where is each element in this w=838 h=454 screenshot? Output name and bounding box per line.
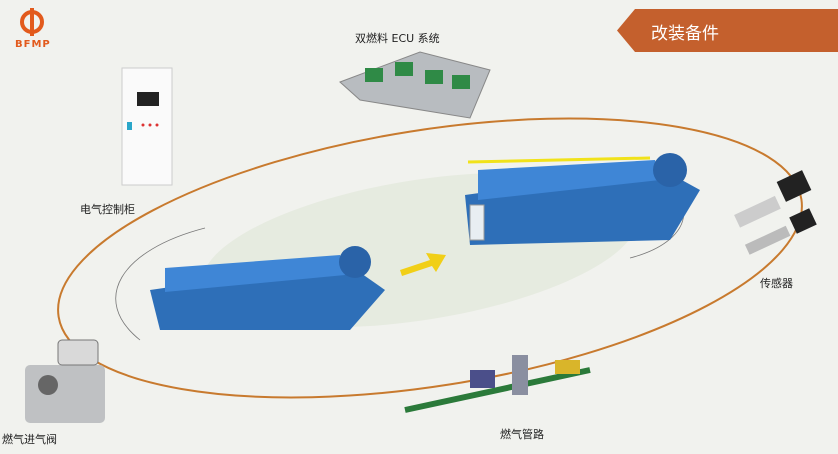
sensor-label: 传感器 xyxy=(760,277,793,290)
engine-before-image xyxy=(150,246,385,330)
cabinet-label: 电气控制柜 xyxy=(80,203,135,216)
section-banner: 改装备件 xyxy=(617,9,838,52)
inner-arrow-left xyxy=(115,227,206,341)
logo-icon xyxy=(20,8,44,36)
ecu-image xyxy=(339,51,491,119)
upgrade-arrow-icon xyxy=(400,253,446,276)
electrical-cabinet-image xyxy=(121,67,173,186)
piping-label: 燃气管路 xyxy=(500,428,544,441)
sensor-image xyxy=(734,170,817,255)
logo-text: BFMP xyxy=(15,39,51,50)
ecu-label: 双燃料 ECU 系统 xyxy=(355,32,440,45)
valve-label: 燃气进气阀 xyxy=(2,433,57,446)
banner-title: 改装备件 xyxy=(651,24,719,44)
gas-piping-image xyxy=(404,355,591,413)
engine-after-image xyxy=(465,153,700,245)
orbit-ring xyxy=(57,117,803,399)
gas-intake-valve-image xyxy=(25,339,105,423)
